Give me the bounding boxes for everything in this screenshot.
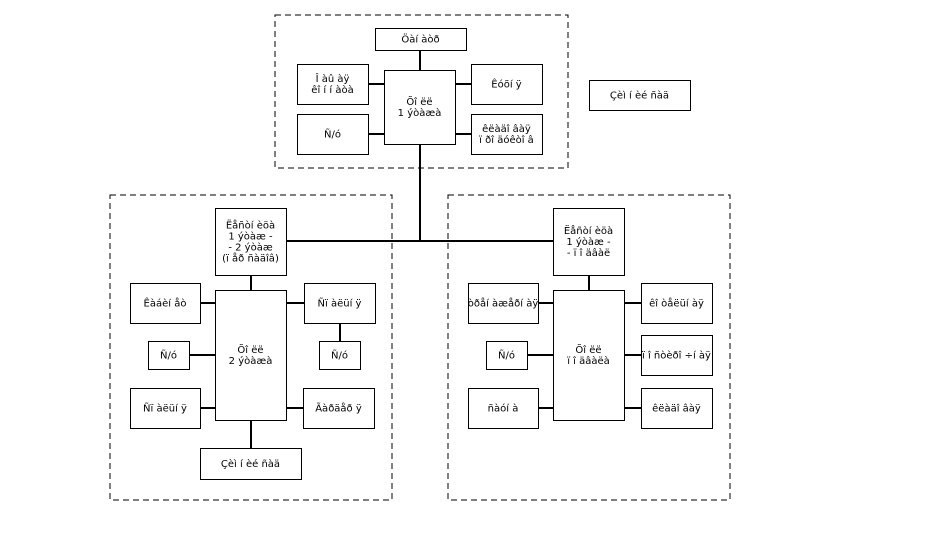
node-label: 1 ýòàæ -: [566, 236, 611, 248]
group-layer: [109, 14, 731, 501]
node-box: [304, 283, 376, 324]
node-box: [486, 341, 528, 370]
node-label: - 2 ýòàæ: [228, 242, 272, 254]
node-label: (ï åð ñàäîâ): [222, 252, 279, 265]
node-box: [148, 341, 190, 370]
node-label: Õî ëë: [406, 95, 432, 108]
node-label: Çèì í èé ñàä: [221, 458, 280, 470]
node-label: Êàáèí åò: [144, 297, 187, 310]
node-label: êëàäî âàÿ: [652, 403, 701, 415]
node-left-center: Õî ëë2 ýòàæà: [215, 290, 287, 421]
node-label: Î àû àÿ: [315, 72, 350, 85]
node-box: [641, 388, 713, 429]
node-box: [200, 448, 302, 480]
node-label: Çèì í èé ñàä: [610, 90, 669, 102]
node-label: êëàäî âàÿ: [482, 123, 531, 135]
node-top-right-1: Êóõí ÿ: [471, 64, 543, 105]
node-right-l1: òðåí àæåðí àÿ: [468, 283, 539, 324]
node-label: Õî ëë: [237, 343, 263, 356]
node-label: ï î äâàëà: [566, 355, 610, 367]
node-right-l3: ñàóí à: [468, 388, 539, 429]
node-label: Êóõí ÿ: [491, 78, 522, 91]
connector-layer: [189, 50, 641, 448]
node-left-l3: Ñï àëüí ÿ: [130, 388, 201, 429]
node-box: [468, 388, 539, 429]
node-standalone: Çèì í èé ñàä: [589, 80, 691, 111]
node-label: êî òåëüí àÿ: [649, 297, 704, 310]
node-box: [130, 283, 201, 324]
node-label: êî í í àòà: [311, 84, 353, 96]
node-box: [375, 28, 467, 51]
node-left-l1: Êàáèí åò: [130, 283, 201, 324]
node-label: Ñ/ó: [324, 128, 341, 141]
node-label: 1 ýòàæà: [398, 107, 442, 119]
left-group-boundary: [109, 194, 393, 501]
node-box: [471, 114, 543, 155]
node-label: Ñ/ó: [160, 349, 177, 362]
node-label: Ñï àëüí ÿ: [143, 402, 187, 415]
node-right-r2: ï î ñòèðî ÷í àÿ: [641, 335, 713, 376]
node-box: [384, 70, 456, 145]
node-box: [471, 64, 543, 105]
node-label: Ëåñòí èöà: [226, 219, 275, 232]
node-label: Õî ëë: [575, 343, 601, 356]
node-label: - ï î äâàë: [567, 247, 610, 259]
node-label: ï ðî äóêòî â: [478, 134, 534, 146]
node-label: òðåí àæåðí àÿ: [468, 297, 539, 310]
node-right-r3: êëàäî âàÿ: [641, 388, 713, 429]
node-box: [319, 341, 361, 370]
node-left-r1: Ñï àëüí ÿ: [304, 283, 376, 324]
node-label: 2 ýòàæà: [229, 355, 273, 367]
node-box: [589, 80, 691, 111]
node-label: Ñï àëüí ÿ: [318, 297, 362, 310]
node-label: Ëåñòí èöà: [564, 224, 613, 237]
node-label: Öàí àòð: [401, 33, 439, 46]
node-box: [215, 290, 287, 421]
node-box: [468, 283, 539, 324]
node-box: [130, 388, 201, 429]
node-label: ï î ñòèðî ÷í àÿ: [641, 350, 711, 362]
node-right-r1: êî òåëüí àÿ: [641, 283, 713, 324]
node-label: Ñ/ó: [331, 349, 348, 362]
node-box: [303, 388, 375, 429]
top-group-boundary: [274, 14, 569, 169]
node-box: [553, 290, 625, 421]
node-right-center: Õî ëëï î äâàëà: [553, 290, 625, 421]
node-box: [297, 64, 369, 105]
node-box: [215, 208, 287, 276]
node-top-header: Öàí àòð: [375, 28, 467, 51]
node-label: 1 ýòàæ -: [228, 231, 273, 243]
node-box: [641, 335, 713, 376]
node-left-r2: Ñ/ó: [319, 341, 361, 370]
node-top-left-2: Ñ/ó: [297, 114, 369, 155]
node-label: ñàóí à: [488, 403, 519, 415]
node-label: Ñ/ó: [498, 349, 515, 362]
node-label: Ãàðäåð ÿ: [315, 402, 362, 415]
node-top-center: Õî ëë1 ýòàæà: [384, 70, 456, 145]
node-right-l2: Ñ/ó: [486, 341, 528, 370]
node-left-r3: Ãàðäåð ÿ: [303, 388, 375, 429]
node-box: [641, 283, 713, 324]
node-left-bottom: Çèì í èé ñàä: [200, 448, 302, 480]
node-box: [553, 208, 625, 276]
right-group-boundary: [447, 194, 731, 501]
node-box: [297, 114, 369, 155]
node-left-l2: Ñ/ó: [148, 341, 190, 370]
